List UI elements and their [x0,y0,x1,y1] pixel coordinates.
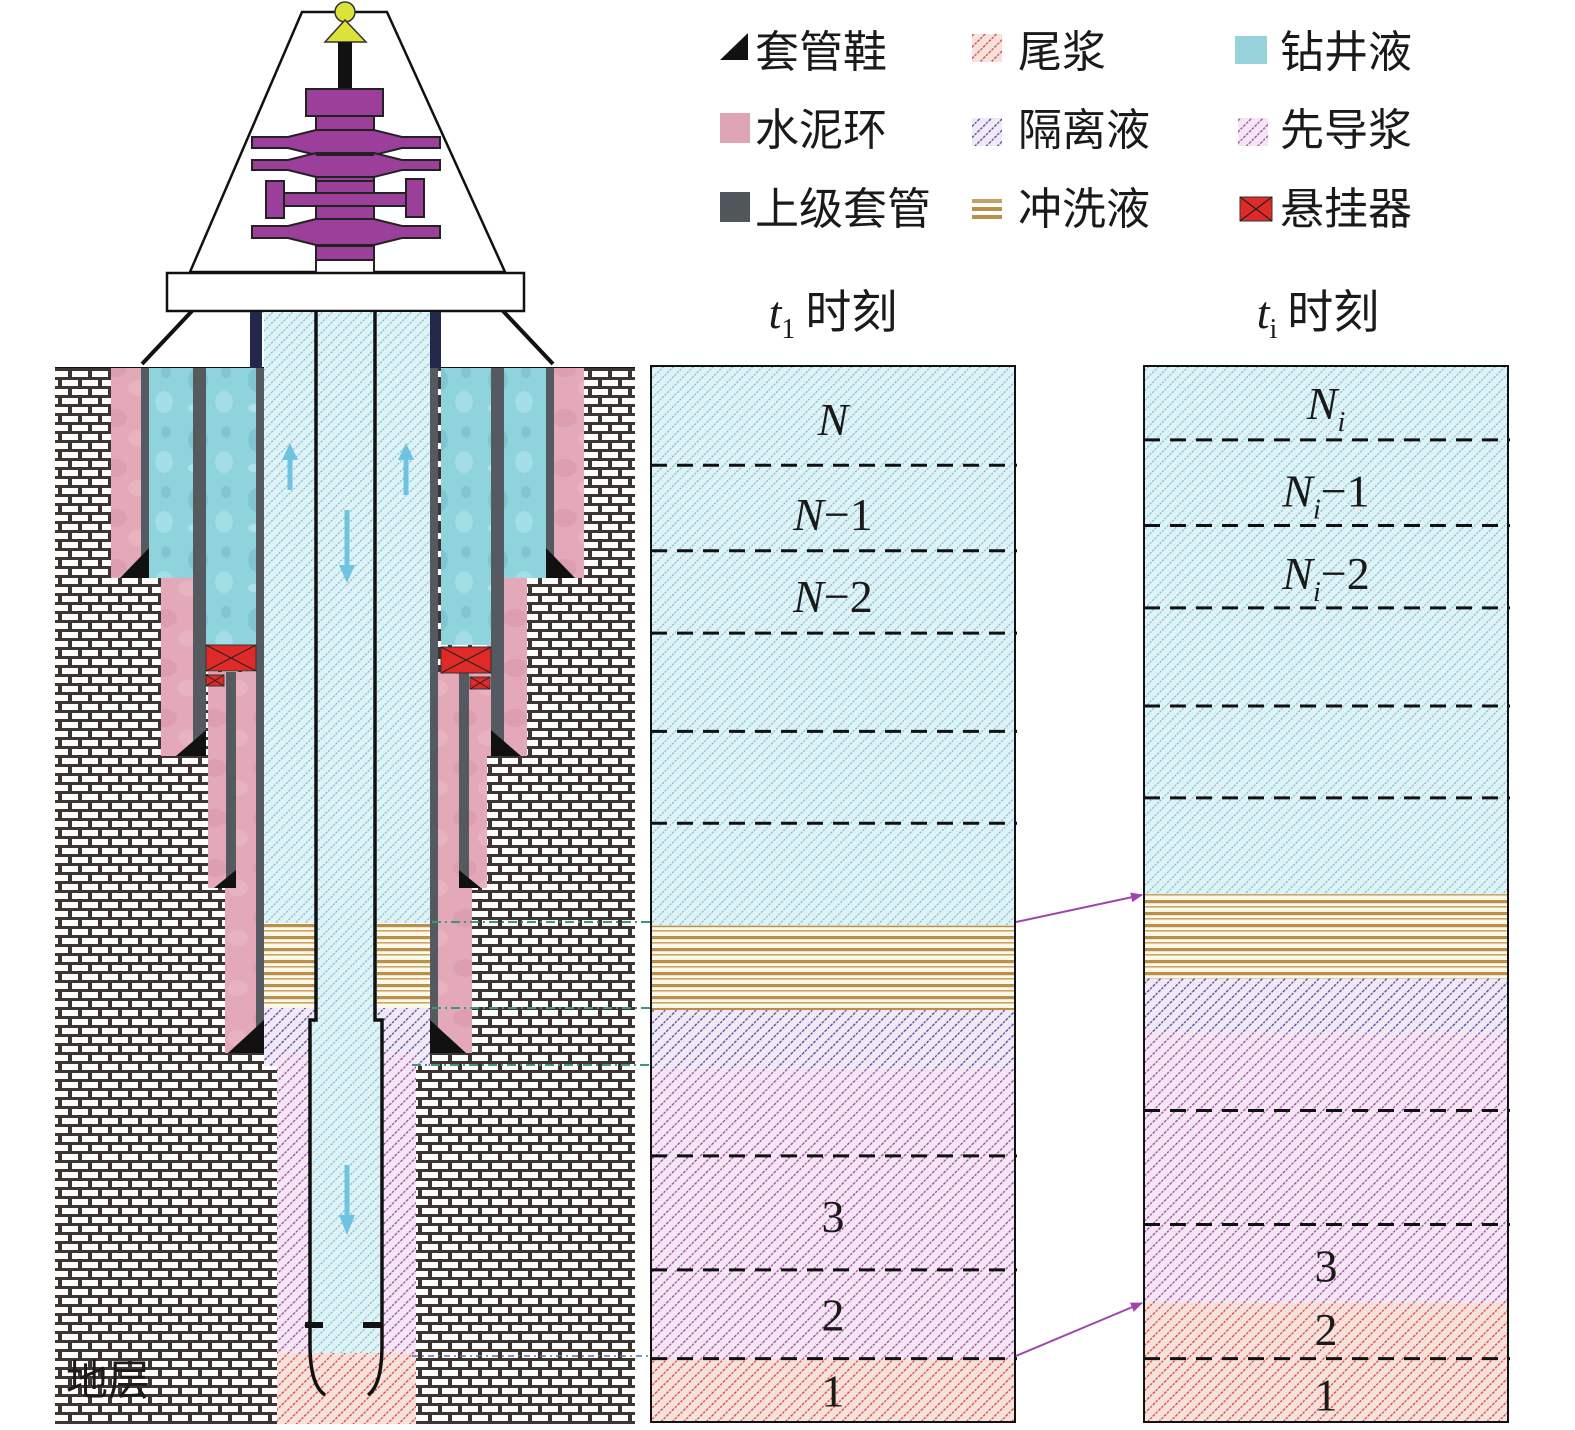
layer-lead-slurry [1144,1033,1508,1303]
segment-label: 3 [822,1191,845,1242]
layer-spacer-fluid [1144,978,1508,1034]
riser-section [250,312,441,368]
layer-spacer-fluid [651,1010,1015,1069]
segment-label: 2 [1315,1304,1338,1355]
legend-label: 先导浆 [1280,105,1412,156]
segment-label: N [817,394,851,445]
arrow-down-icon [339,1165,355,1235]
legend-item-spacer-fluid: 隔离液 [972,105,1150,156]
layer-drilling-fluid [651,366,1015,926]
segment-label: 1 [1315,1370,1338,1421]
legend-label: 尾浆 [1018,27,1106,78]
segment-label: N−1 [792,489,873,540]
wellbore-section [55,368,635,1424]
pink-swatch-icon [720,113,750,143]
legend-label: 隔离液 [1018,105,1150,156]
liner-hanger-right [440,646,492,690]
transition-arrows [1015,892,1143,1357]
layer-tail-slurry [1144,1302,1508,1422]
cyan-texture-swatch-icon [1235,36,1267,64]
segment-label: Ni−2 [1281,548,1369,608]
title-text: 时刻 [1287,287,1379,338]
layer-flush-fluid [651,925,1015,1011]
legend-item-casing-shoe: 套管鞋 [720,27,887,78]
legend-item-hanger: 悬挂器 [1239,184,1412,235]
legend-label: 冲洗液 [1018,184,1150,235]
gray-square-icon [720,192,750,222]
legend-item-upper-casing: 上级套管 [720,184,931,235]
legend-item-drilling-fluid: 钻井液 [1235,27,1412,78]
legend-label: 钻井液 [1280,27,1412,78]
title-text: 时刻 [805,287,897,338]
legend-label: 上级套管 [755,184,931,235]
legend: 套管鞋 尾浆 钻井液 水泥环 隔离液 先导浆 上级套管 [720,27,1412,235]
bop-stack [251,88,441,261]
title-var: t [769,287,783,338]
segment-label: 2 [822,1289,845,1340]
segment-label: Ni−1 [1281,466,1369,526]
casing-shoes [120,548,575,1053]
arrow-up-icon [282,443,298,490]
column-border [650,365,1016,1423]
title-sub: i [1270,314,1278,345]
legend-label: 套管鞋 [755,27,887,78]
arrow-up-icon [398,443,414,495]
segment-label: Ni [1306,378,1345,438]
legend-item-cement-ring: 水泥环 [720,105,887,156]
legend-item-lead-slurry: 先导浆 [1238,105,1412,156]
column-title: ti 时刻 [1257,287,1380,345]
liner-hanger-left [205,644,257,687]
wellhead-base-plate [165,271,526,313]
segment-label: 3 [1315,1241,1338,1292]
layer-drilling-fluid [1144,366,1508,894]
column-title: t1 时刻 [769,287,898,345]
wellhead-assembly [55,1,635,369]
segment-label: 1 [822,1365,845,1416]
drill-pipe [308,368,384,1397]
transition-arrow-flush [1015,892,1143,923]
legend-item-flush-fluid: 冲洗液 [972,184,1150,235]
legend-label: 悬挂器 [1280,184,1412,235]
transition-arrow-tail [1015,1302,1143,1357]
layer-flush-fluid [1144,894,1508,979]
violet-hatch-swatch-icon [1238,118,1268,146]
title-sub: 1 [781,314,795,345]
double-line-swatch-icon [972,199,1002,219]
column-border [1143,365,1509,1423]
segment-label: N−2 [792,571,873,622]
black-triangle-icon [720,33,748,60]
layer-tail-slurry [651,1358,1015,1422]
layer-lead-slurry [651,1068,1015,1359]
red-cross-box-icon [1239,196,1273,222]
flow-arrows [282,443,414,1235]
red-hatch-swatch-icon [972,34,1002,62]
arrow-down-icon [339,510,355,583]
title-var: t [1257,287,1271,338]
purple-hatch-swatch-icon [972,118,1002,146]
formation-label: 地层 [66,1356,150,1405]
legend-item-tail-slurry: 尾浆 [972,27,1106,78]
legend-label: 水泥环 [755,105,887,156]
